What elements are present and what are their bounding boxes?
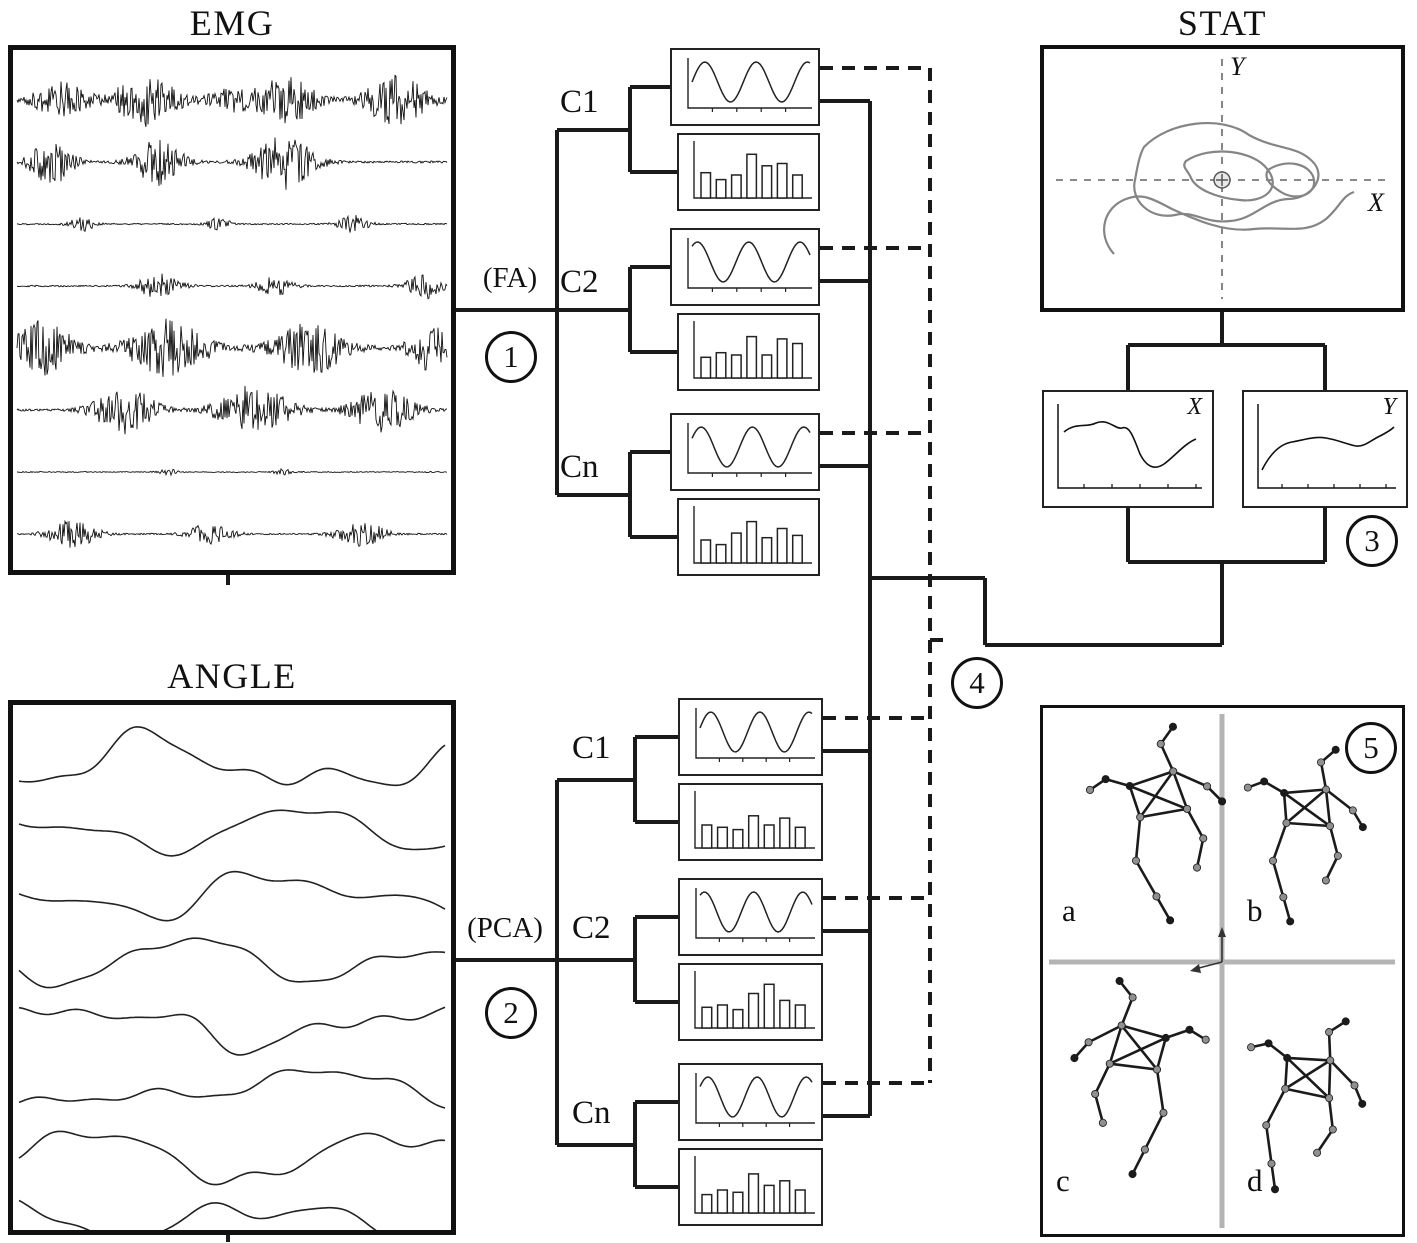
step-2-circle: 2 bbox=[485, 987, 537, 1039]
emg-c1-waveform-plot bbox=[687, 58, 812, 112]
step-5-circle: 5 bbox=[1345, 722, 1397, 774]
pca-method-label: (PCA) bbox=[467, 912, 543, 944]
stat-y-axis-label: Y bbox=[1230, 52, 1245, 81]
emg-c2-waveform-box bbox=[670, 228, 820, 306]
angle-c2-loading-plot bbox=[694, 971, 815, 1029]
stat-panel-title: STAT bbox=[1177, 3, 1268, 43]
angle-c2-loading-box bbox=[678, 963, 823, 1041]
quadrant-label-a: a bbox=[1062, 893, 1076, 928]
emg-cn-waveform-box bbox=[670, 413, 820, 491]
angle-c2-waveform-box bbox=[678, 878, 823, 956]
angle-cn-waveform-plot bbox=[695, 1073, 815, 1127]
angle-c1-waveform-box bbox=[678, 698, 823, 776]
emg-cn-waveform-plot bbox=[687, 423, 812, 477]
angle-panel bbox=[8, 700, 456, 1235]
angle-cn-waveform-box bbox=[678, 1063, 823, 1141]
emg-c2-label: C2 bbox=[560, 264, 599, 300]
stat-panel bbox=[1040, 45, 1405, 312]
stat-x-axis-label: X bbox=[1368, 188, 1384, 217]
emg-c1-waveform-box bbox=[670, 48, 820, 126]
angle-cn-label: Cn bbox=[572, 1095, 611, 1131]
emg-c2-loading-box bbox=[677, 313, 820, 391]
angle-c1-loading-box bbox=[678, 783, 823, 861]
step-1-circle: 1 bbox=[485, 331, 537, 383]
angle-traces-plot bbox=[18, 726, 446, 1230]
angle-c2-label: C2 bbox=[572, 910, 611, 946]
fa-method-label: (FA) bbox=[482, 262, 538, 294]
emg-cn-loading-plot bbox=[693, 506, 812, 564]
emg-cn-loading-box bbox=[677, 498, 820, 576]
y-coordinate-curve bbox=[1257, 404, 1396, 489]
emg-c2-waveform-plot bbox=[687, 238, 812, 292]
step-3-circle: 3 bbox=[1346, 515, 1398, 567]
angle-c1-label: C1 bbox=[572, 730, 611, 766]
angle-cn-loading-plot bbox=[694, 1156, 815, 1214]
skeleton-panel bbox=[1040, 705, 1405, 1237]
angle-c1-waveform-plot bbox=[695, 708, 815, 762]
emg-c1-loading-box bbox=[677, 133, 820, 211]
angle-c1-loading-plot bbox=[694, 791, 815, 849]
emg-c1-label: C1 bbox=[560, 84, 599, 120]
quadrant-label-c: c bbox=[1056, 1163, 1070, 1198]
skeleton-figures-plot bbox=[1049, 714, 1395, 1228]
emg-cn-label: Cn bbox=[560, 449, 599, 485]
step-4-circle: 4 bbox=[951, 657, 1003, 709]
x-coordinate-plot-box: X bbox=[1042, 390, 1214, 508]
x-coordinate-curve bbox=[1057, 404, 1202, 489]
emg-panel-title: EMG bbox=[189, 3, 275, 43]
x-plot-label: X bbox=[1187, 394, 1202, 420]
stat-trajectory-plot bbox=[1056, 59, 1392, 299]
y-coordinate-plot-box: Y bbox=[1242, 390, 1408, 508]
angle-cn-loading-box bbox=[678, 1148, 823, 1226]
emg-traces-plot bbox=[16, 74, 448, 548]
emg-panel bbox=[8, 45, 456, 575]
angle-panel-title: ANGLE bbox=[167, 656, 297, 696]
angle-c2-waveform-plot bbox=[695, 888, 815, 942]
emg-c2-loading-plot bbox=[693, 321, 812, 379]
emg-c1-loading-plot bbox=[693, 141, 812, 199]
quadrant-label-d: d bbox=[1247, 1163, 1263, 1198]
y-plot-label: Y bbox=[1382, 394, 1396, 420]
quadrant-label-b: b bbox=[1247, 893, 1263, 928]
